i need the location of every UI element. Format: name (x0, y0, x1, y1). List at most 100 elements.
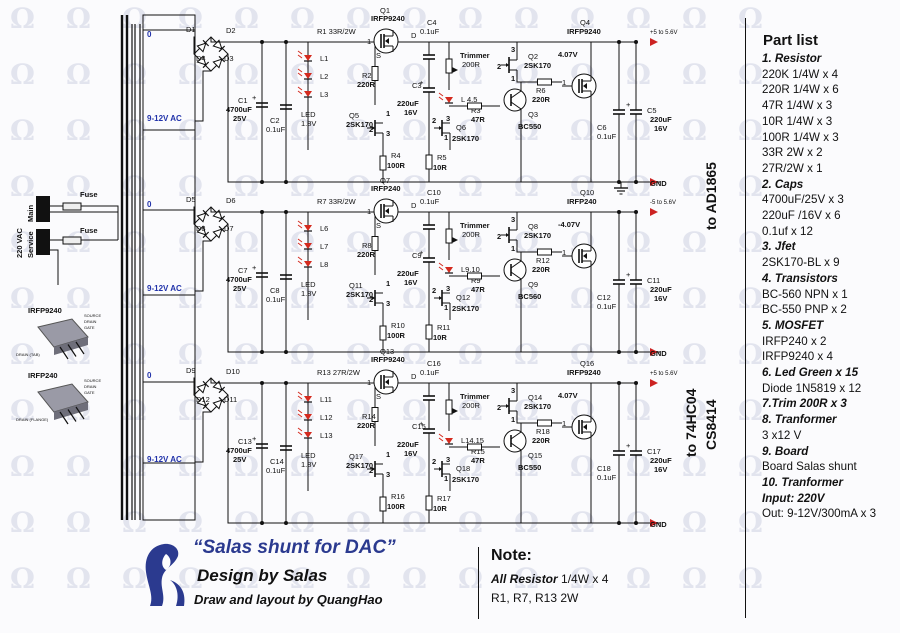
irfp9240-package-title: IRFP9240 (28, 306, 62, 315)
led-label: L3 (320, 90, 328, 99)
pin-number: 1 (444, 133, 448, 142)
junction-dot (617, 381, 621, 385)
part-list-line: 47R 1/4W x 3 (762, 99, 833, 113)
wire (218, 225, 226, 233)
jfet-arrow (372, 296, 375, 300)
bridge-diode-label: D1 (186, 25, 196, 34)
output-arrow-icon (650, 38, 658, 46)
watermark-glyph: Ω (234, 114, 259, 147)
junction-dot (634, 521, 638, 525)
watermark-glyph: Ω (346, 338, 371, 371)
diode-icon (196, 55, 210, 69)
part-list-line: 220R 1/4W x 6 (762, 83, 839, 97)
qout-label: Q4 (580, 18, 590, 27)
watermark-glyph: Ω (682, 2, 707, 35)
rbias-label: R2 (362, 71, 372, 80)
diode-body (212, 58, 223, 69)
bjt-label: Q3 (528, 110, 538, 119)
led-icon (304, 91, 312, 97)
wire (67, 409, 77, 422)
led-arrow-icon (438, 433, 444, 442)
watermark-glyph: Ω (346, 58, 371, 91)
watermark-glyph: Ω (10, 170, 35, 203)
gnd-label: GND (650, 179, 667, 188)
watermark-glyph: Ω (514, 114, 539, 147)
wire (59, 346, 69, 360)
jfet3-label: Q14 (528, 393, 542, 402)
cout-value: 0.1uF (597, 302, 617, 311)
polarity-mark: + (419, 419, 424, 428)
diode-body (212, 228, 223, 239)
jfet-arrow (439, 467, 442, 471)
output-arrow-icon (650, 348, 658, 356)
pin-number: 3 (446, 114, 450, 123)
jfet2-type: 2SK170 (452, 475, 479, 484)
salas-logo-icon (145, 543, 185, 606)
wire (210, 207, 636, 213)
watermark-glyph: Ω (738, 226, 763, 259)
mosfet-arrow (385, 38, 389, 44)
watermark-glyph: Ω (10, 226, 35, 259)
watermark-glyph: Ω (290, 338, 315, 371)
vac-label: 220 VAC (15, 228, 24, 258)
cin2-value: 0.1uF (266, 466, 286, 475)
ltrim-label: L 4.5 (461, 95, 477, 104)
part-list-line: 2. Caps (762, 177, 804, 191)
watermark-glyph: Ω (10, 58, 35, 91)
rbase-label: R15 (471, 447, 485, 456)
vref-label: -4.07V (558, 220, 580, 229)
watermark-glyph: Ω (66, 282, 91, 315)
ctop-value: 0.1uF (420, 27, 440, 36)
ltrim-label: L14.15 (461, 436, 484, 445)
pin-number: 3 (446, 455, 450, 464)
watermark-glyph: Ω (10, 338, 35, 371)
rsrc-label: R4 (391, 151, 401, 160)
jfet-arrow (506, 63, 509, 67)
watermark-glyph: Ω (682, 450, 707, 483)
polarity-mark: + (252, 93, 257, 102)
watermark-glyph: Ω (290, 58, 315, 91)
jfet-arrow (439, 296, 442, 300)
watermark-glyph: Ω (402, 114, 427, 147)
jfet-arrow (372, 467, 375, 471)
wire (202, 231, 210, 239)
watermark-glyph: Ω (626, 562, 651, 595)
part-list-line: 10R 1/4W x 3 (762, 114, 833, 128)
wire (218, 396, 226, 404)
junction-dot (260, 40, 264, 44)
led-label: L8 (320, 260, 328, 269)
led-label: L7 (320, 242, 328, 251)
output-voltage-label: +5 to 5.6V (650, 30, 678, 36)
watermark-glyph: Ω (66, 2, 91, 35)
watermark-glyph: Ω (234, 562, 259, 595)
rjfet2-label: R17 (437, 494, 451, 503)
wire (75, 341, 85, 355)
jfet-type: 2SK170 (346, 461, 373, 470)
bridge-diode-label: D12 (196, 395, 210, 404)
irfp240-drain-label: DRAIN (FLANGE) (16, 417, 49, 422)
rbase-value: 47R (471, 456, 485, 465)
led-label: L6 (320, 224, 328, 233)
qmos-label: Q1 (380, 6, 390, 15)
led-arrow-icon (438, 262, 444, 271)
led-icon (304, 73, 312, 79)
resistor-body (445, 228, 453, 244)
cin2-value: 0.1uF (266, 125, 286, 134)
cmid-voltage: 16V (404, 449, 417, 458)
watermark-glyph: Ω (122, 562, 147, 595)
junction-dot (284, 180, 288, 184)
watermark-glyph: Ω (178, 506, 203, 539)
part-list-line: 3. Jfet (762, 240, 796, 254)
irfp240-pin-label: SOURCE (84, 378, 101, 383)
gnd-label: GND (650, 520, 667, 529)
cout-label: C6 (597, 123, 607, 132)
watermark-glyph: Ω (66, 170, 91, 203)
junction-dot (260, 350, 264, 354)
qmos-label: Q13 (380, 347, 394, 356)
junction-dot (284, 40, 288, 44)
resistor-body (537, 248, 552, 256)
led-icon (304, 396, 312, 402)
